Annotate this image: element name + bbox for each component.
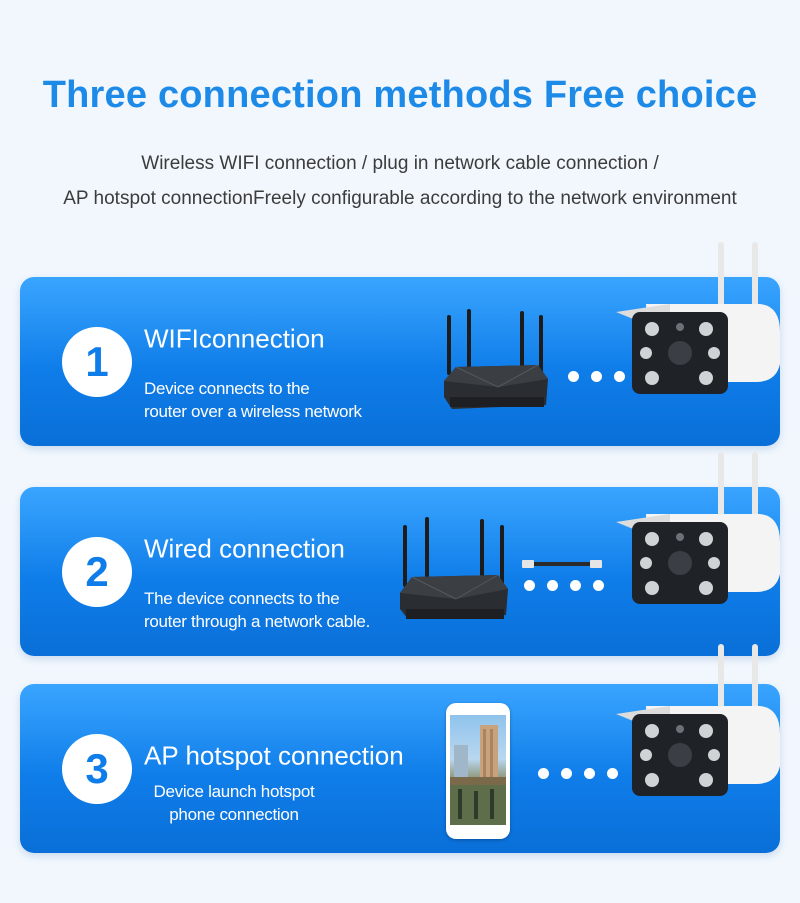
connection-dots: [568, 371, 625, 382]
card-description-line: The device connects to the: [144, 589, 340, 608]
connection-dot: [584, 768, 595, 779]
phone-icon: [446, 703, 510, 839]
connection-dot: [547, 580, 558, 591]
router-icon: [444, 309, 548, 409]
connection-dot: [593, 580, 604, 591]
page-title: Three connection methods Free choice: [42, 74, 758, 116]
connection-dot: [614, 371, 625, 382]
card-description-line: Device launch hotspot: [153, 782, 315, 801]
connection-dot: [561, 768, 572, 779]
subtitle-line-2: AP hotspot connectionFreely configurable…: [63, 188, 737, 209]
connection-dot: [524, 580, 535, 591]
card-description: The device connects to the router throug…: [144, 587, 370, 633]
camera-icon: [616, 452, 780, 604]
card-title: Wired connection: [144, 533, 345, 564]
ap-hotspot-connection-card: 3 AP hotspot connection Device launch ho…: [20, 644, 780, 853]
connection-dot: [570, 580, 581, 591]
card-title: WIFIconnection: [144, 323, 325, 354]
wired-connection-card: 2 Wired connection The device connects t…: [20, 452, 780, 656]
camera-icon: [616, 242, 780, 394]
city-photo: [450, 725, 506, 825]
cable-icon: [522, 560, 602, 568]
connection-dot: [568, 371, 579, 382]
step-number-badge: 1: [62, 326, 132, 397]
wifi-connection-card: 1 WIFIconnection Device connects to the …: [20, 242, 780, 446]
connection-dots: [524, 580, 604, 591]
step-number-badge: 2: [62, 536, 132, 607]
router-icon: [400, 517, 508, 619]
card-description-line: Device connects to the: [144, 379, 310, 398]
card-description-line: router over a wireless network: [144, 402, 362, 421]
subtitle-line-1: Wireless WIFI connection / plug in netwo…: [141, 153, 659, 174]
card-description-line: phone connection: [169, 805, 299, 824]
connection-dot: [591, 371, 602, 382]
phone-screen-image: [450, 715, 506, 825]
connection-dot: [538, 768, 549, 779]
camera-icon: [616, 644, 780, 796]
step-number-badge: 3: [62, 733, 132, 804]
card-description: Device connects to the router over a wir…: [144, 377, 362, 423]
card-title: AP hotspot connection: [144, 740, 404, 771]
connection-dots: [538, 768, 618, 779]
card-description-line: router through a network cable.: [144, 612, 371, 631]
connection-dot: [607, 768, 618, 779]
card-description: Device launch hotspot phone connection: [144, 780, 324, 826]
